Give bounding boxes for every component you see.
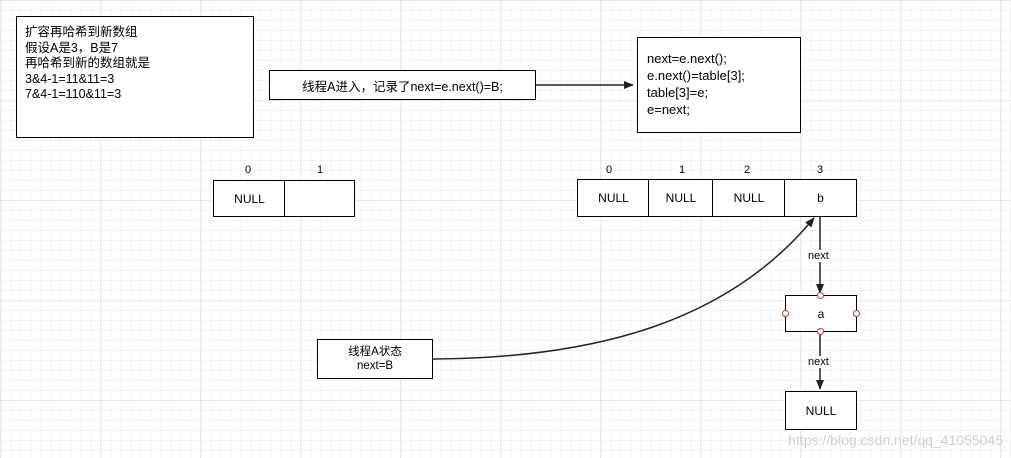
state-line-1: 线程A状态 <box>348 346 402 358</box>
note-line: 3&4-1=11&11=3 <box>25 71 115 86</box>
code-line: next=e.next(); <box>647 51 727 66</box>
old-cell-0: NULL <box>213 180 286 217</box>
new-index-2: 2 <box>743 164 751 176</box>
connection-port-top <box>817 292 824 299</box>
code-box: next=e.next(); e.next()=table[3]; table[… <box>637 37 801 133</box>
note-line: 假设A是3，B是7 <box>25 40 119 55</box>
state-line-2: next=B <box>356 360 394 372</box>
node-a: a <box>785 295 857 332</box>
old-cell-1 <box>284 180 355 217</box>
note-line: 再哈希到新的数组就是 <box>25 56 151 70</box>
new-cell-3: b <box>784 179 857 217</box>
thread-state-box: 线程A状态 next=B <box>317 339 433 379</box>
old-index-1: 1 <box>316 164 324 176</box>
next-label: next <box>807 356 830 368</box>
note-line: 扩容再哈希到新数组 <box>25 25 138 39</box>
note-line: 7&4-1=110&11=3 <box>25 87 122 101</box>
connection-port-left <box>782 310 789 317</box>
next-label: next <box>807 250 830 262</box>
connection-port-bottom <box>817 328 824 335</box>
connection-port-right <box>853 310 860 317</box>
new-index-3: 3 <box>816 164 824 176</box>
new-cell-2: NULL <box>712 179 786 217</box>
thread-enter-text: 线程A进入，记录了next=e.next()=B; <box>302 79 503 94</box>
old-index-0: 0 <box>244 164 252 176</box>
watermark: https://blog.csdn.net/qq_41055045 <box>788 432 1003 448</box>
code-line: table[3]=e; <box>647 85 709 100</box>
state-to-b-curve <box>432 217 815 360</box>
new-index-1: 1 <box>678 164 686 176</box>
rehash-note-box: 扩容再哈希到新数组 假设A是3，B是7 再哈希到新的数组就是 3&4-1=11&… <box>16 16 254 138</box>
thread-enter-box: 线程A进入，记录了next=e.next()=B; <box>269 70 536 100</box>
new-cell-1: NULL <box>648 179 714 217</box>
code-line: e=next; <box>647 102 691 117</box>
node-null: NULL <box>785 391 857 430</box>
new-cell-0: NULL <box>577 179 650 217</box>
new-index-0: 0 <box>605 164 613 176</box>
code-line: e.next()=table[3]; <box>647 68 745 83</box>
